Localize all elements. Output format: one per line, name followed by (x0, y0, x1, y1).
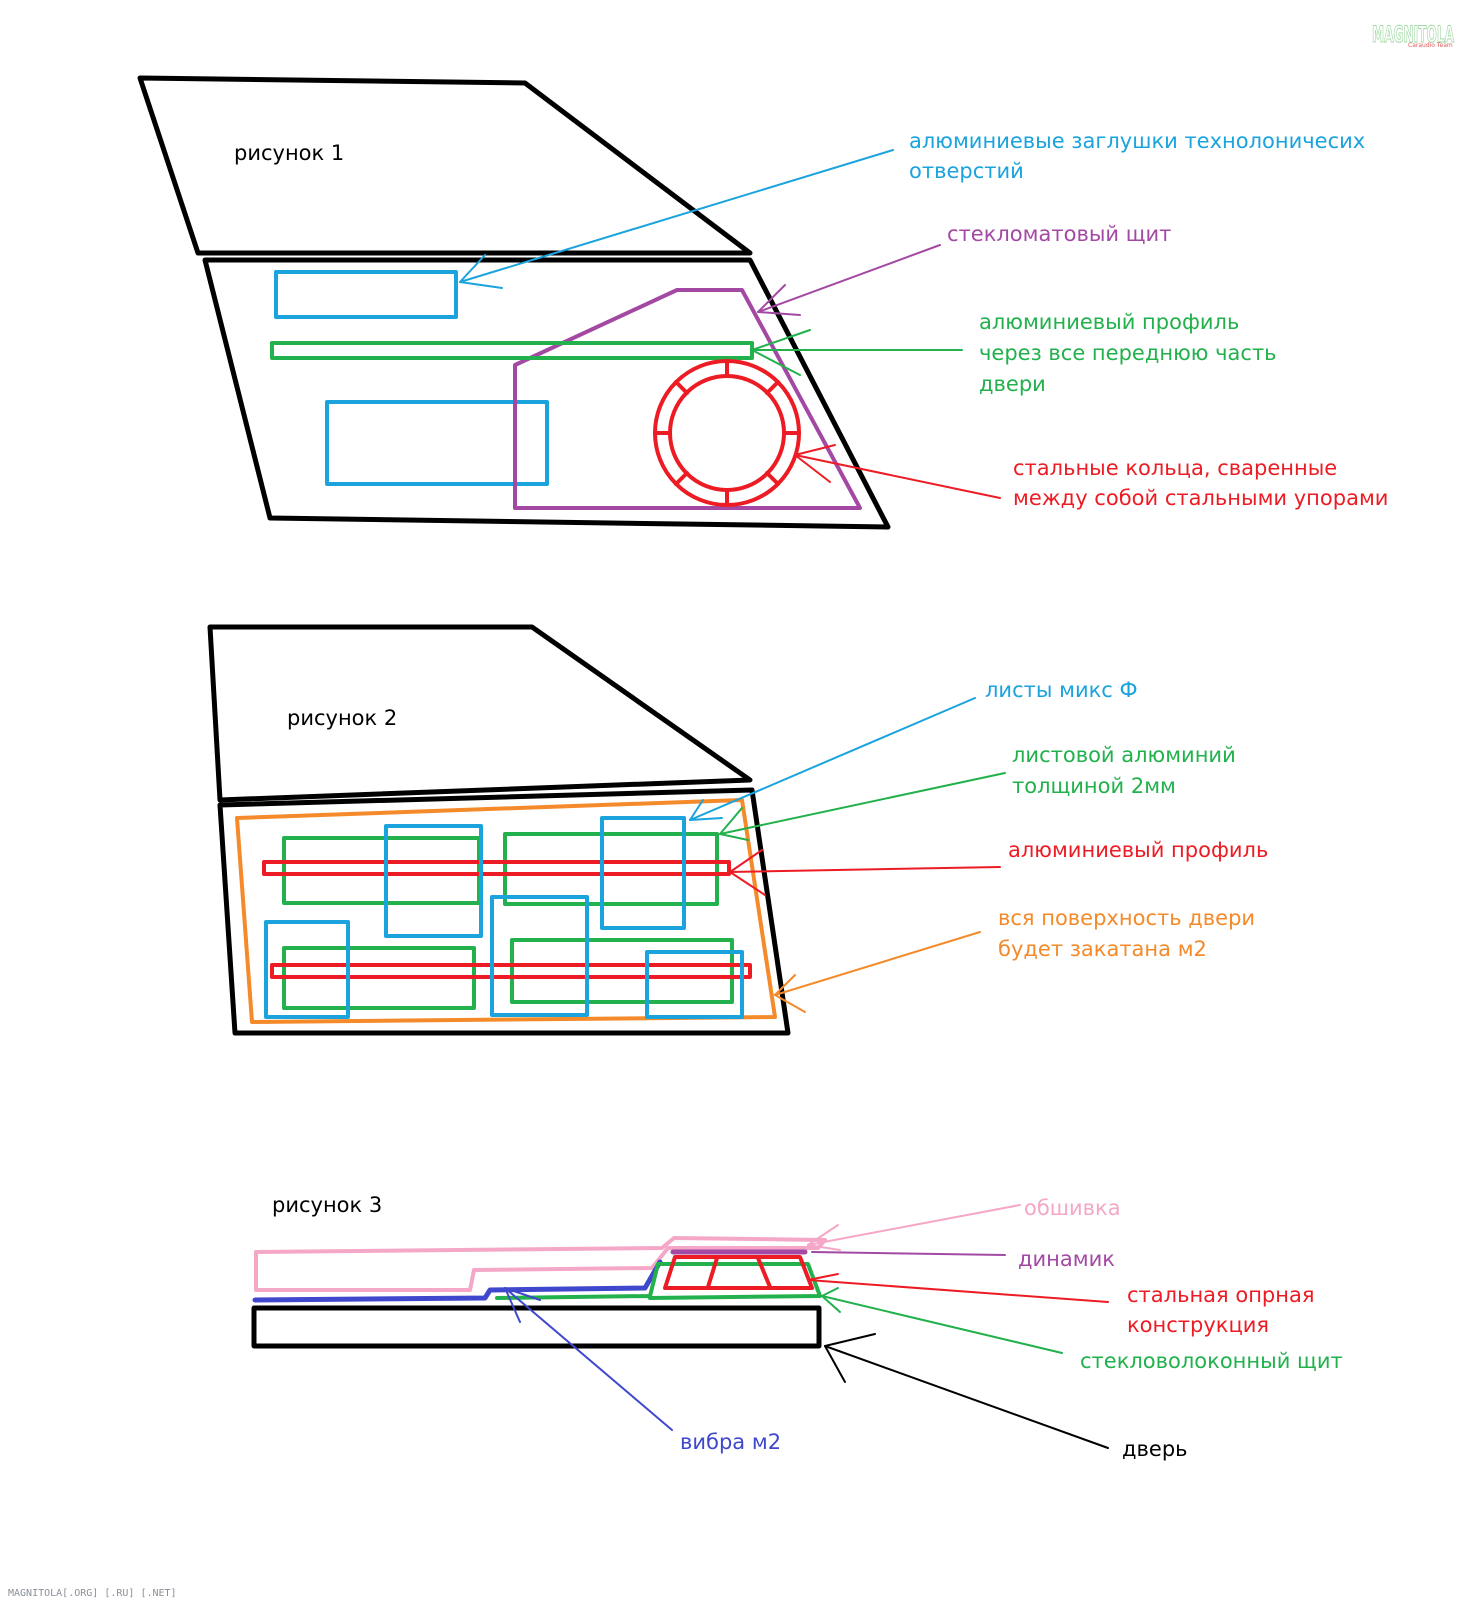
fig3-label-support-1: стальная опрная (1127, 1283, 1315, 1307)
fig1-window-outline (137, 75, 753, 256)
fig1-label-plugs-2: отверстий (909, 159, 1024, 183)
watermark-logo: MAGNITOLA (1372, 23, 1454, 48)
fig2-mix-f-sheets (264, 816, 744, 1019)
fig3-leader-vibra (504, 1287, 673, 1431)
fig1-door-outline (202, 257, 891, 530)
figure-2 (207, 624, 1006, 1036)
fig1-label-profile-1: алюминиевый профиль (979, 310, 1239, 334)
fig2-title: рисунок 2 (287, 706, 397, 730)
fig2-label-sheet-2: толщиной 2мм (1012, 774, 1176, 798)
fig1-plug-upper (274, 270, 458, 319)
fig2-label-sheet-1: листовой алюминий (1012, 743, 1236, 767)
fig2-leader-surface (774, 931, 981, 1013)
fig2-label-surface-1: вся поверхность двери (998, 906, 1255, 930)
fig2-leader-profile (729, 849, 1001, 896)
fig1-label-profile-2: через все переднюю часть (979, 341, 1277, 365)
figure-1 (137, 75, 1001, 530)
fig2-door-outline (217, 787, 791, 1036)
fig3-label-vibra: вибра м2 (680, 1430, 781, 1454)
fig3-title: рисунок 3 (272, 1193, 382, 1217)
fig3-door (251, 1305, 822, 1349)
fig3-vibra-m2 (252, 1259, 663, 1303)
fig3-leader-trim (807, 1204, 1021, 1251)
fig3-trim (254, 1236, 827, 1292)
fig2-m2-coverage (235, 798, 777, 1024)
fig3-leader-support (807, 1273, 1109, 1303)
fig3-fiberglass-shield (495, 1262, 822, 1300)
fig1-leader-rings (794, 444, 1001, 499)
fig2-leader-mix (689, 697, 976, 821)
fig1-label-profile-3: двери (979, 372, 1046, 396)
fig1-leader-plugs (459, 149, 894, 289)
fig2-window-outline (207, 624, 753, 803)
fig1-label-rings-2: между собой стальными упорами (1013, 486, 1388, 510)
fig1-leader-shield (757, 244, 941, 316)
fig3-leader-speaker (811, 1251, 1006, 1256)
fig2-label-profile: алюминиевый профиль (1008, 838, 1268, 862)
fig3-steel-support (663, 1255, 814, 1290)
fig1-leader-profile (751, 329, 963, 376)
fig2-leader-sheet (719, 772, 1006, 841)
fig1-plug-lower (325, 400, 549, 486)
fig3-label-trim: обшивка (1024, 1196, 1121, 1220)
fig1-label-plugs-1: алюминиевые заглушки технолоничесих (909, 129, 1365, 153)
fig3-leader-fiber (821, 1287, 1063, 1354)
fig3-label-door: дверь (1122, 1437, 1188, 1461)
fig2-label-mix: листы микс Ф (985, 678, 1138, 702)
fig1-fiberglass-shield (513, 288, 862, 510)
fig2-label-surface-2: будет закатана м2 (998, 937, 1207, 961)
fig1-aluminium-profile (270, 341, 754, 360)
fig3-label-support-2: конструкция (1127, 1313, 1269, 1337)
fig2-aluminium-profiles (262, 860, 752, 979)
figure-3 (251, 1204, 1109, 1449)
fig3-label-fiber: стекловолоконный щит (1080, 1349, 1343, 1373)
fig1-title: рисунок 1 (234, 141, 344, 165)
fig3-label-speaker: динамик (1018, 1247, 1115, 1271)
fig1-steel-rings (653, 359, 801, 507)
watermark-logo-sub: Caraudio Team (1408, 42, 1453, 49)
fig3-leader-door (824, 1333, 1109, 1449)
fig1-label-rings-1: стальные кольца, сваренные (1013, 456, 1337, 480)
fig1-label-shield: стекломатовый щит (947, 222, 1171, 246)
footer-watermark: MAGNITOLA[.ORG] [.RU] [.NET] (8, 1588, 177, 1599)
